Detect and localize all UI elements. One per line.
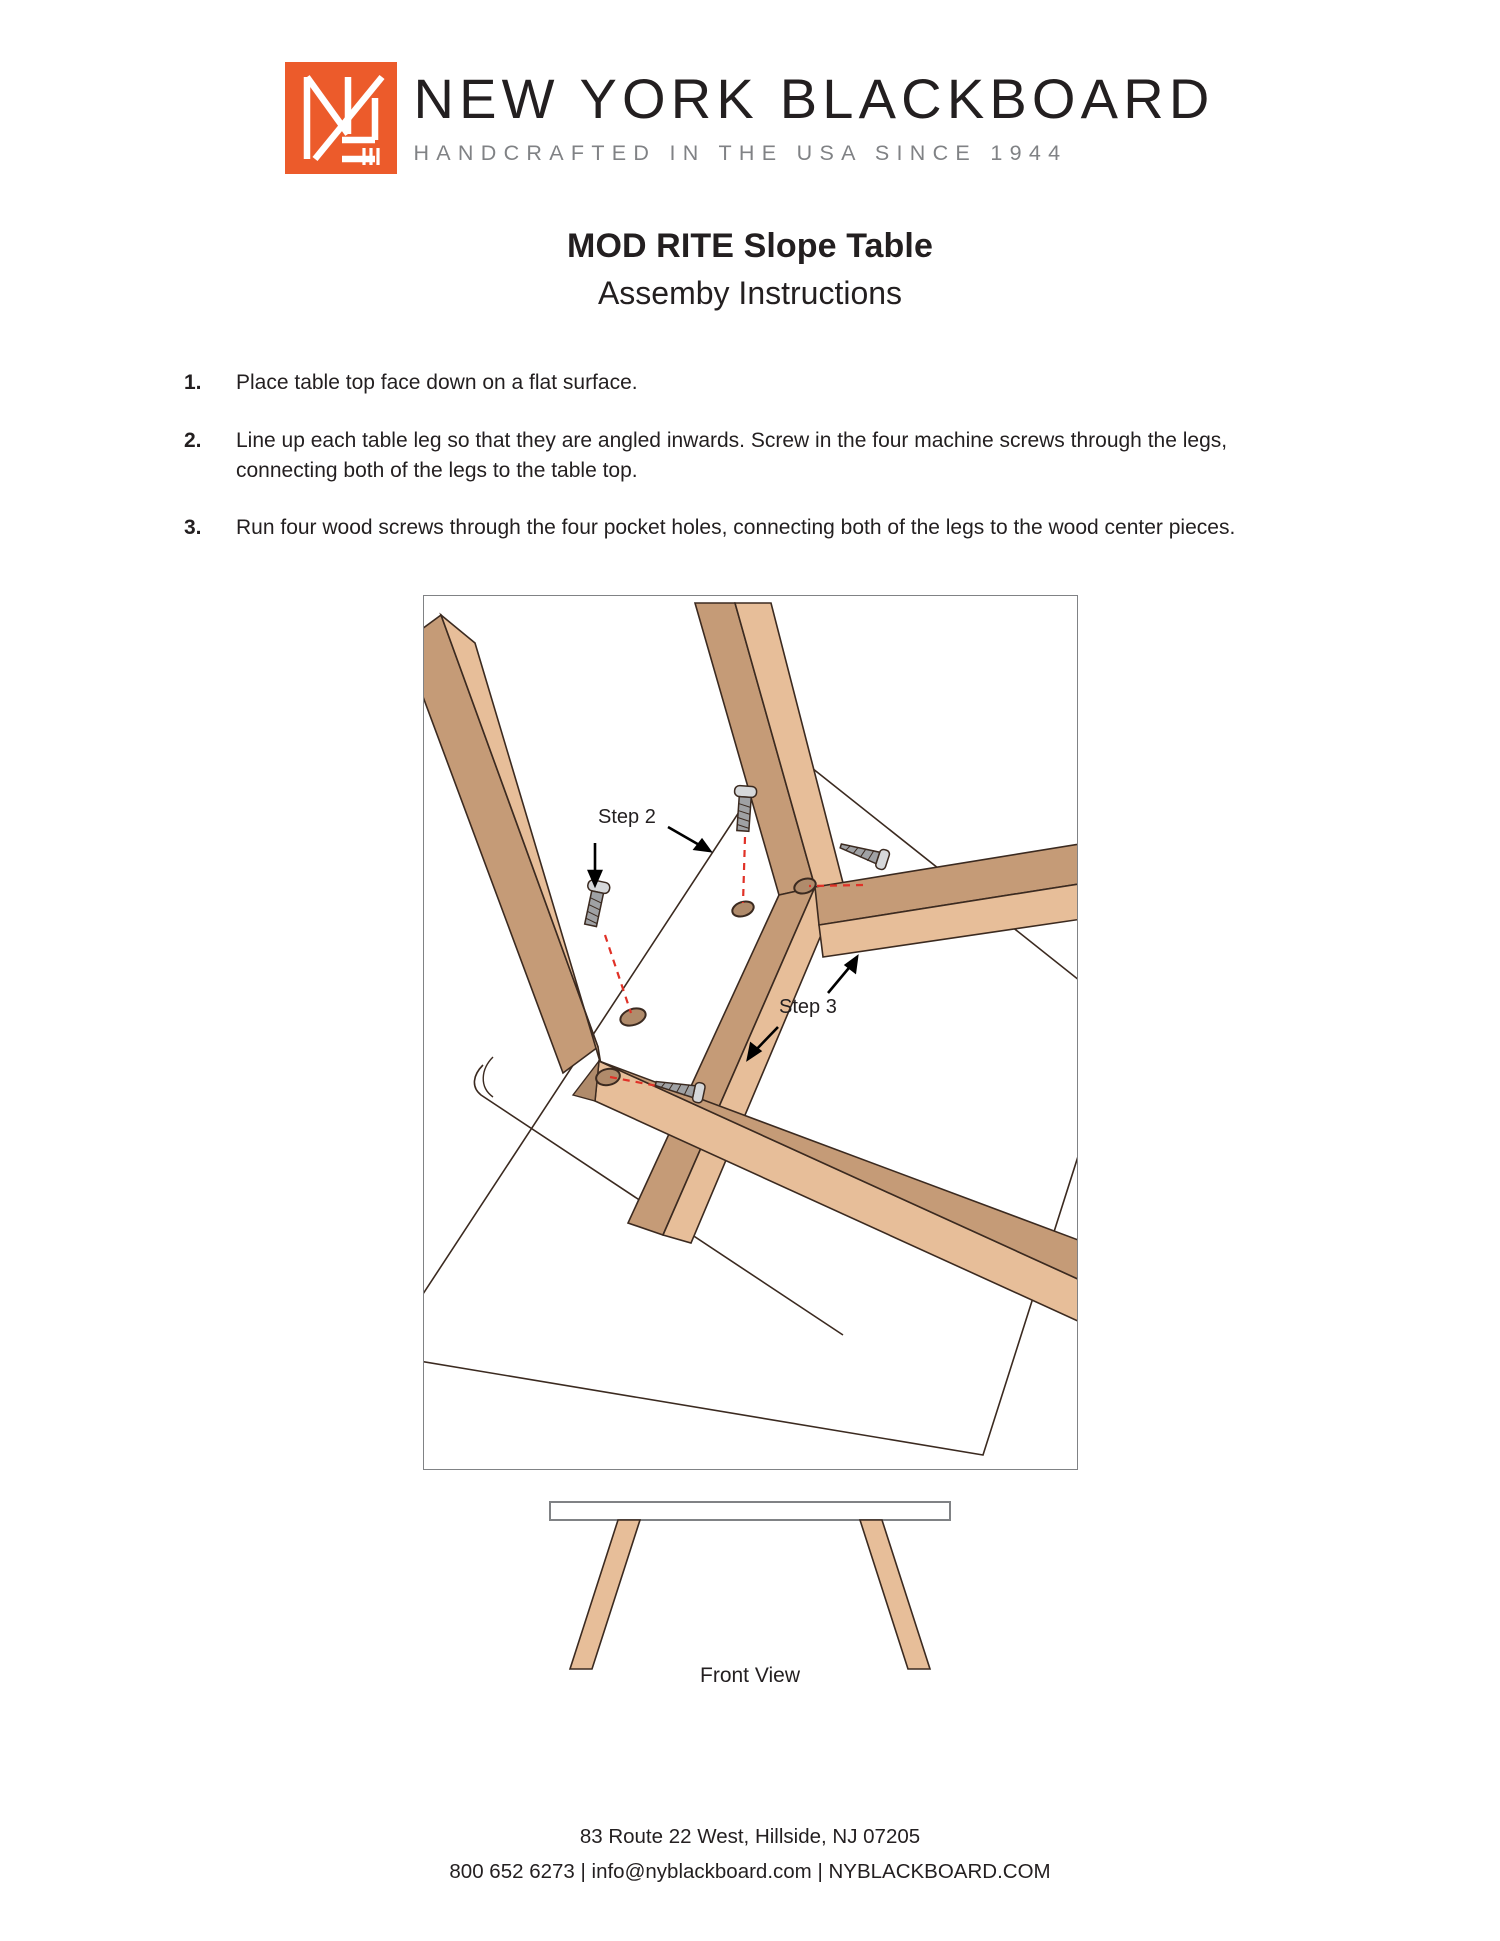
front-view-label: Front View bbox=[700, 1664, 800, 1688]
list-item: 2. Line up each table leg so that they a… bbox=[184, 426, 1248, 486]
callout-arrow-step-2-down bbox=[586, 843, 603, 889]
list-item: 1. Place table top face down on a flat s… bbox=[184, 368, 1248, 398]
assembly-diagram: Step 2 Step 3 bbox=[422, 595, 1078, 1471]
page-footer: 83 Route 22 West, Hillside, NJ 07205 800… bbox=[0, 1819, 1500, 1890]
brand-wordmark: NEW YORK BLACKBOARD HANDCRAFTED IN THE U… bbox=[413, 62, 1214, 174]
machine-screw bbox=[733, 785, 757, 833]
alignment-guide bbox=[603, 837, 863, 1090]
step-text: Line up each table leg so that they are … bbox=[236, 428, 1228, 482]
pocket-hole bbox=[792, 877, 817, 895]
footer-contact: 800 652 6273 | info@nyblackboard.com | N… bbox=[449, 1859, 1051, 1883]
footer-address: 83 Route 22 West, Hillside, NJ 07205 bbox=[579, 1824, 921, 1848]
callout-arrow-step-3-down bbox=[745, 1026, 779, 1063]
pocket-hole bbox=[730, 900, 755, 918]
page-subtitle: Assemby Instructions bbox=[597, 275, 903, 311]
step-number: 3. bbox=[184, 516, 202, 540]
callout-label-step-3: Step 3 bbox=[779, 996, 837, 1018]
front-view-diagram: Front View bbox=[540, 1494, 960, 1694]
callout-label-step-2: Step 2 bbox=[598, 806, 656, 828]
brand-tagline: HANDCRAFTED IN THE USA SINCE 1944 bbox=[413, 140, 1068, 165]
step-number: 2. bbox=[184, 428, 202, 452]
callout-arrow-step-2-right bbox=[666, 826, 713, 853]
front-view-leg-right bbox=[858, 1519, 932, 1671]
page-title: MOD RITE Slope Table bbox=[567, 227, 933, 265]
front-view-leg-left bbox=[568, 1519, 642, 1671]
front-view-table-top bbox=[549, 1501, 951, 1522]
step-text: Place table top face down on a flat surf… bbox=[236, 371, 638, 394]
pocket-hole bbox=[594, 1068, 621, 1087]
wood-screw bbox=[653, 1080, 706, 1104]
page-header: NEW YORK BLACKBOARD HANDCRAFTED IN THE U… bbox=[0, 0, 1500, 174]
list-item: 3. Run four wood screws through the four… bbox=[184, 513, 1248, 543]
callout-arrow-step-3-up bbox=[826, 954, 859, 995]
wood-center-piece-lower bbox=[571, 1058, 1077, 1322]
wood-center-piece-upper bbox=[813, 843, 1077, 959]
brand-lockup: NEW YORK BLACKBOARD HANDCRAFTED IN THE U… bbox=[285, 62, 1214, 174]
step-text: Run four wood screws through the four po… bbox=[236, 516, 1236, 540]
ny-blackboard-monogram-icon bbox=[285, 62, 398, 174]
instruction-list: 1. Place table top face down on a flat s… bbox=[0, 368, 1500, 543]
brand-name: NEW YORK BLACKBOARD bbox=[413, 67, 1215, 131]
wood-screw bbox=[838, 843, 890, 871]
step-number: 1. bbox=[184, 371, 202, 394]
